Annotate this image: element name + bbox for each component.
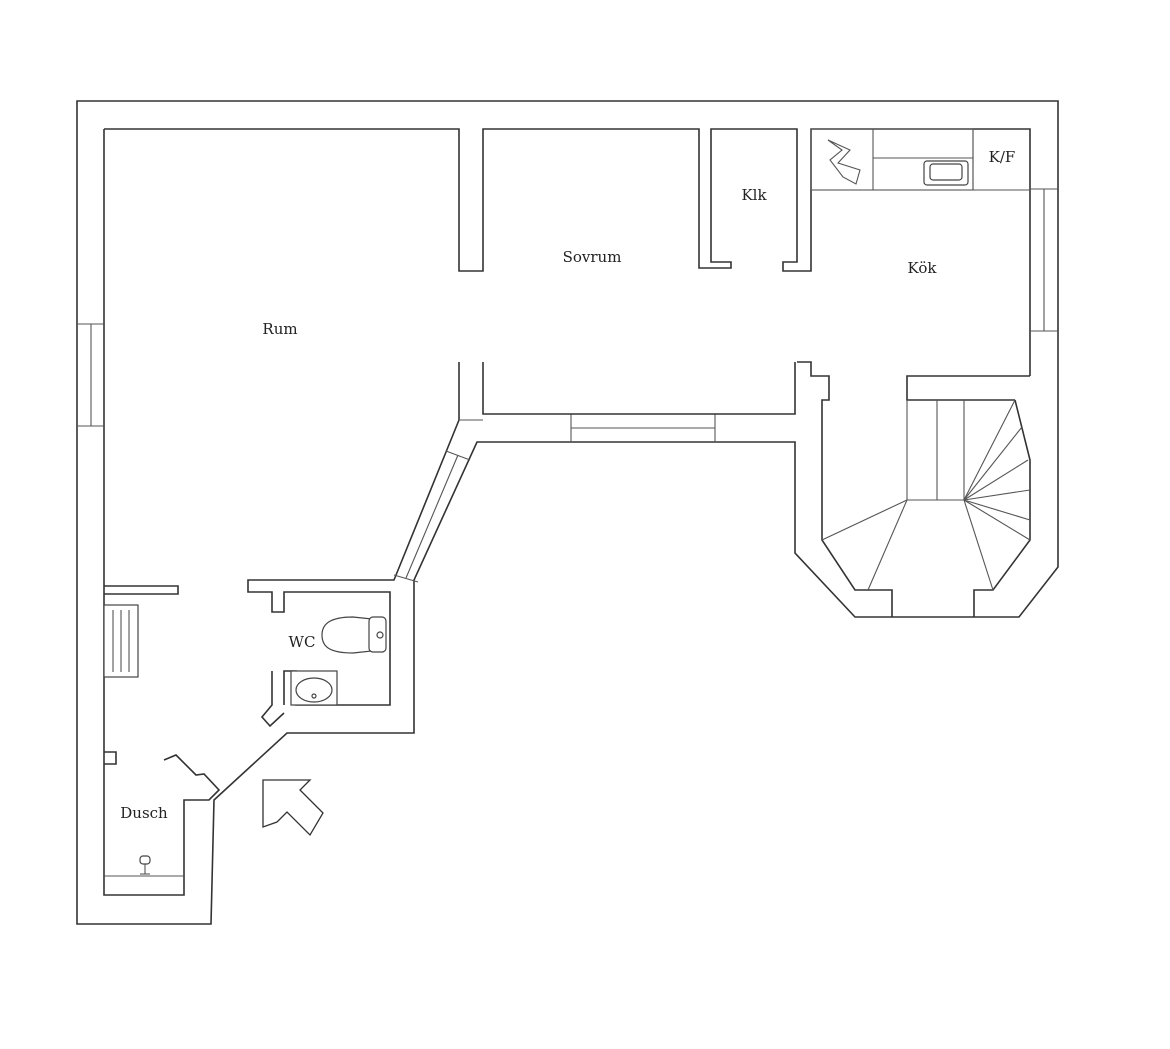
room-label-sovrum: Sovrum	[563, 248, 622, 266]
stair-enclosure-left	[797, 361, 893, 617]
spiral-stair-icon	[821, 399, 1031, 591]
radiator-icon	[103, 604, 139, 678]
toilet-icon	[321, 616, 387, 654]
shower-head-icon	[139, 855, 151, 875]
dusch-wall	[104, 751, 117, 765]
kitchen-bottom-wall	[906, 375, 1030, 401]
outer-wall-inner	[103, 129, 185, 896]
room-label-rum: Rum	[262, 320, 297, 338]
wc-door	[260, 671, 285, 728]
outer-wall-outer	[76, 100, 1059, 925]
room-label-kf: K/F	[989, 148, 1016, 166]
room-label-kok: Kök	[908, 259, 938, 277]
stove-icon	[827, 139, 861, 185]
top-inner-wall	[104, 128, 1031, 376]
sink-icon	[290, 670, 338, 706]
entrance-arrow-icon	[262, 779, 324, 837]
stair-enclosure-right	[973, 399, 1031, 617]
left-window	[77, 323, 104, 427]
right-window	[1030, 188, 1058, 332]
sink-kitchen-icon	[923, 160, 969, 186]
room-label-dusch: Dusch	[120, 804, 168, 822]
room-label-klk: Klk	[741, 186, 767, 204]
diagonal-window	[393, 450, 471, 583]
dusch-door	[163, 754, 221, 870]
room-label-wc: WC	[289, 633, 316, 651]
hall-partition	[104, 585, 179, 595]
sovrum-bottom-wall	[482, 362, 796, 415]
bottom-window	[570, 414, 716, 442]
